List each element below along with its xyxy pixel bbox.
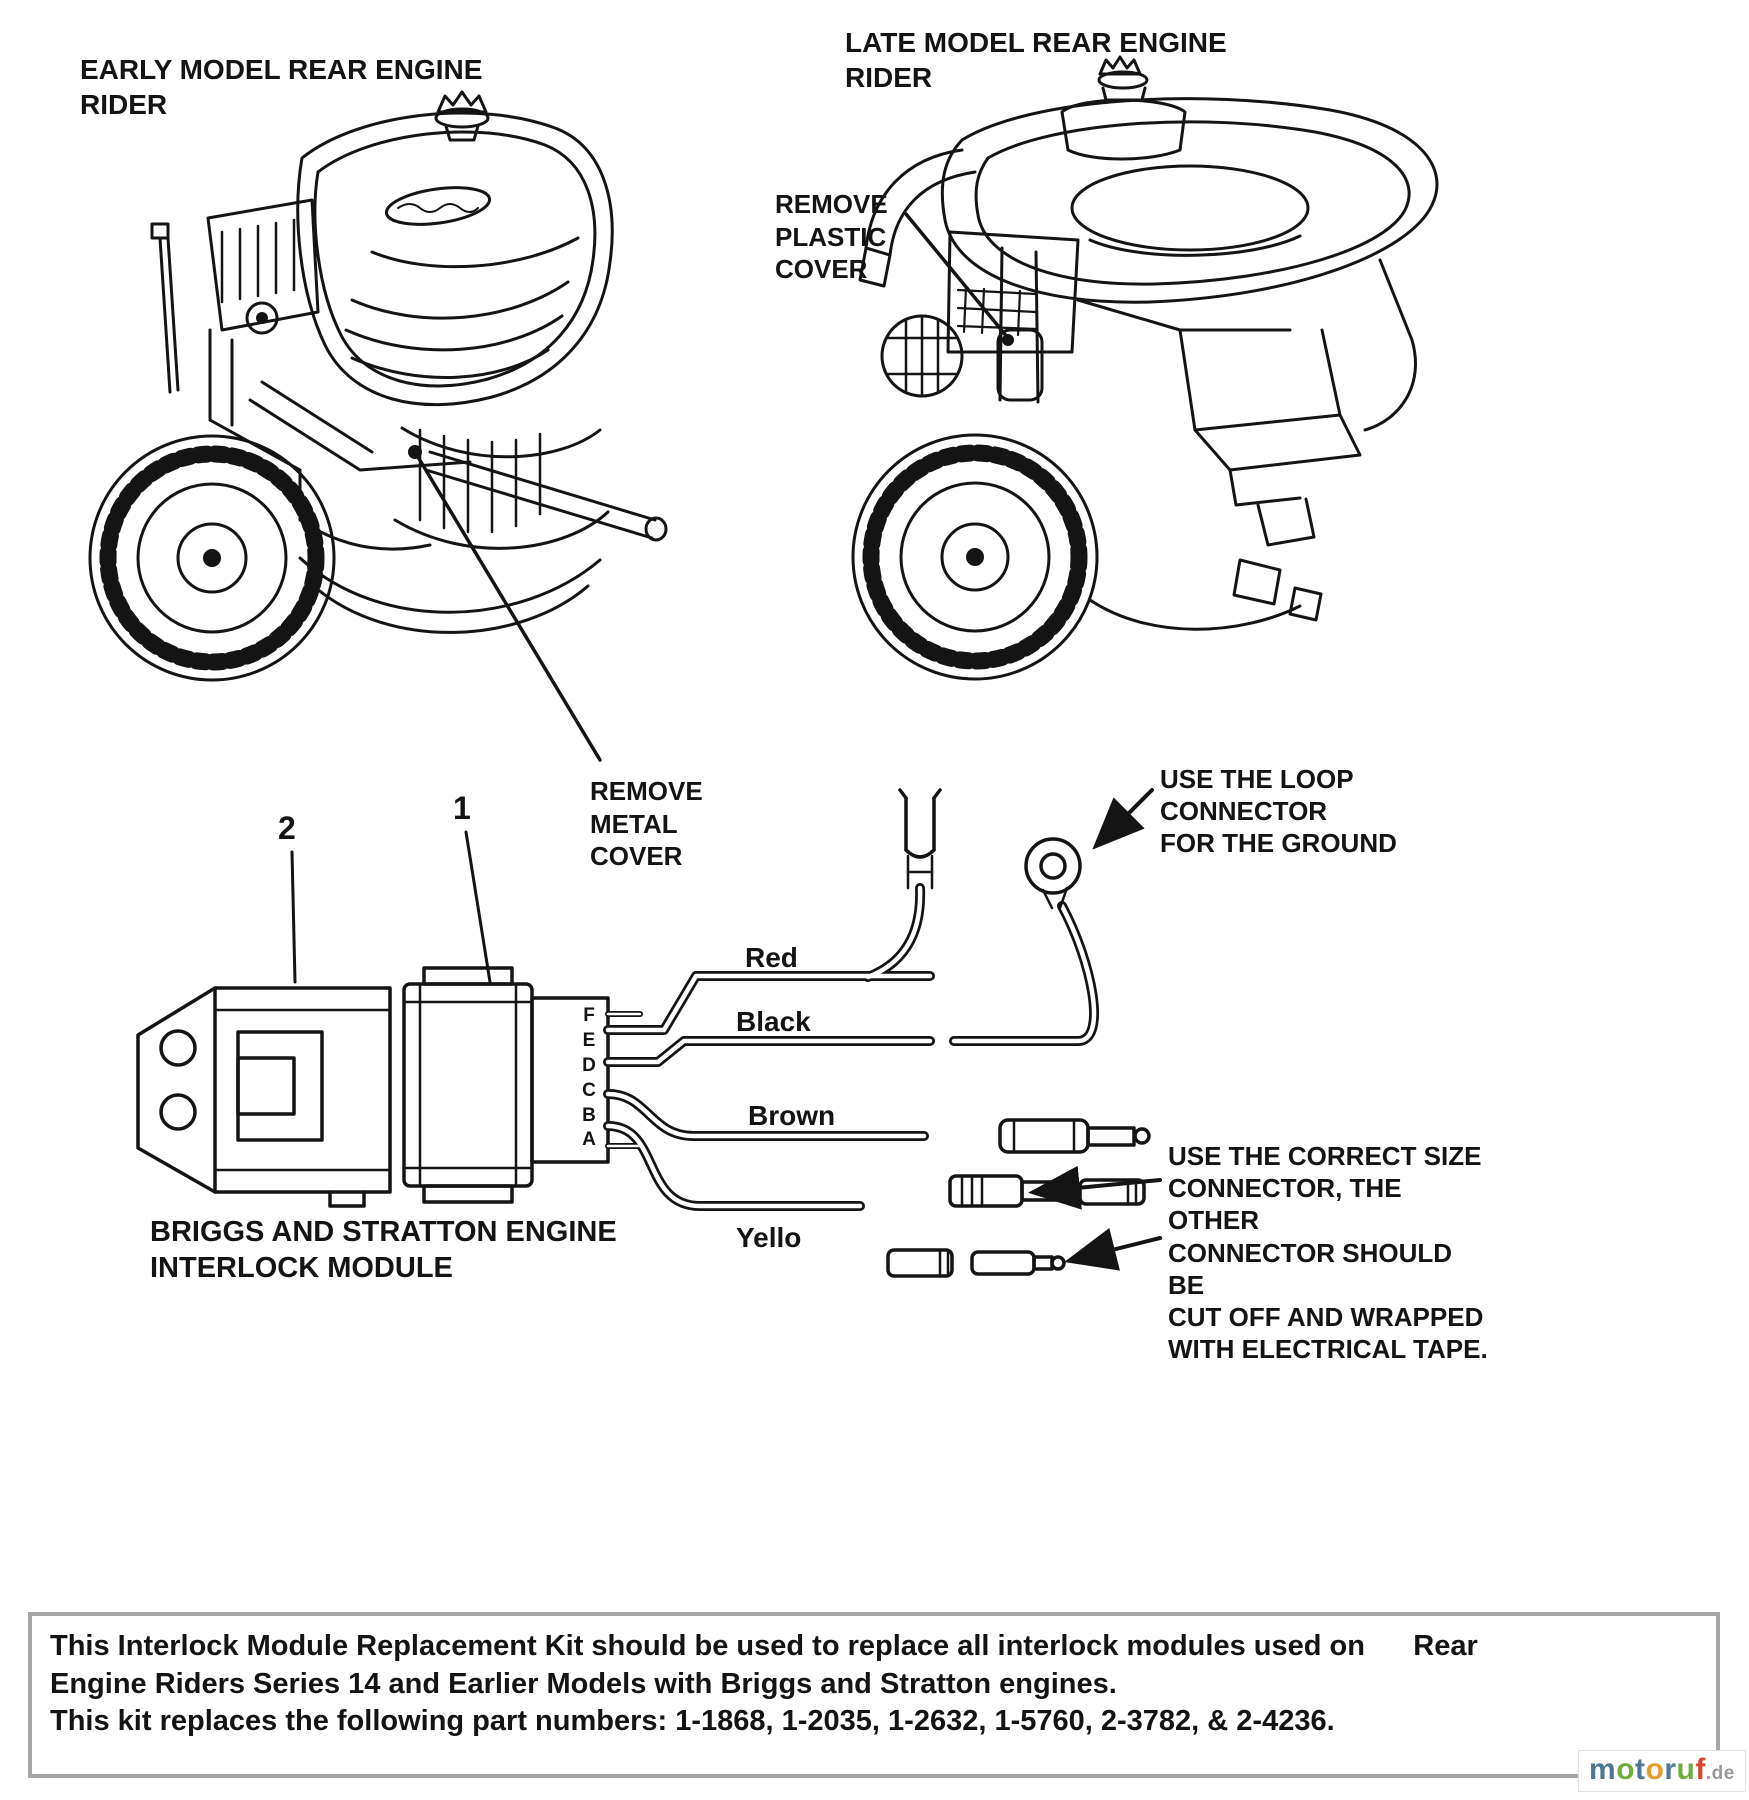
footer-line: This kit replaces the following part num… xyxy=(50,1705,1335,1738)
watermark-suffix: .de xyxy=(1705,1763,1735,1784)
pin-label: F xyxy=(583,1005,595,1026)
pin-housing-drawing xyxy=(530,996,610,1164)
late-model-title: LATE MODEL REAR ENGINE RIDER xyxy=(845,27,1227,93)
remove-metal-cover-callout: REMOVE METAL COVER xyxy=(590,776,703,871)
remove-plastic-cover-callout: REMOVE PLASTIC COVER xyxy=(775,189,888,284)
wire-label-red: Red xyxy=(745,942,798,973)
correct-size-connector-note: USE THE CORRECT SIZE CONNECTOR, THE OTHE… xyxy=(1168,1141,1488,1365)
connector-1-drawing xyxy=(402,966,534,1204)
pin-label: B xyxy=(582,1104,596,1126)
wire-label-yellow: Yello xyxy=(736,1222,802,1253)
item-1-leader-line xyxy=(464,830,492,984)
wire-label-brown: Brown xyxy=(748,1100,836,1131)
fork-terminal-drawing xyxy=(898,788,942,890)
late-model-rider-illustration xyxy=(851,55,1439,681)
footer-line: This Interlock Module Replacement Kit sh… xyxy=(50,1630,1478,1662)
watermark-letter: r xyxy=(1664,1753,1677,1786)
loop-connector-note: USE THE LOOP CONNECTOR FOR THE GROUND xyxy=(1160,764,1397,859)
pin-label: C xyxy=(582,1079,596,1101)
harness-wires xyxy=(603,883,1099,1211)
watermark-letter: f xyxy=(1695,1753,1706,1786)
watermark-letter: t xyxy=(1635,1753,1646,1786)
loop-connector-drawing xyxy=(1024,837,1082,910)
footer-note-box: This Interlock Module Replacement Kit sh… xyxy=(28,1612,1720,1778)
footer-line: Engine Riders Series 14 and Earlier Mode… xyxy=(50,1667,1117,1700)
item-2-leader-line xyxy=(290,850,297,984)
pin-label: E xyxy=(582,1029,596,1051)
item-number-1: 1 xyxy=(453,790,471,826)
item-number-2: 2 xyxy=(278,810,296,846)
interlock-module-illustration xyxy=(136,788,1162,1278)
loop-connector-arrow xyxy=(1092,788,1154,850)
brown-wire-connector-drawing xyxy=(998,1118,1151,1154)
watermark-logo: motoruf.de xyxy=(1578,1750,1746,1792)
cutoff-connector-drawing xyxy=(886,1248,1066,1278)
pin-label: A xyxy=(582,1129,596,1151)
pin-labels: F E D C B A xyxy=(572,1005,606,1151)
pin-label: D xyxy=(582,1054,596,1076)
watermark-letter: o xyxy=(1616,1753,1636,1786)
watermark-letter: o xyxy=(1645,1753,1665,1786)
plastic-cover-point xyxy=(1002,334,1014,346)
metal-cover-leader-line xyxy=(413,450,602,762)
plastic-cover-leader-line xyxy=(904,212,1010,340)
early-model-title: EARLY MODEL REAR ENGINE RIDER xyxy=(80,54,483,120)
correct-size-arrow-upper xyxy=(1028,1165,1162,1210)
watermark-letter: u xyxy=(1676,1753,1696,1786)
watermark-letter: m xyxy=(1589,1753,1617,1786)
early-model-rider-illustration xyxy=(88,90,668,762)
connector-2-drawing xyxy=(136,986,392,1208)
wire-label-black: Black xyxy=(736,1006,811,1037)
correct-size-arrow-lower xyxy=(1064,1227,1162,1271)
interlock-module-label: BRIGGS AND STRATTON ENGINE INTERLOCK MOD… xyxy=(150,1216,617,1285)
